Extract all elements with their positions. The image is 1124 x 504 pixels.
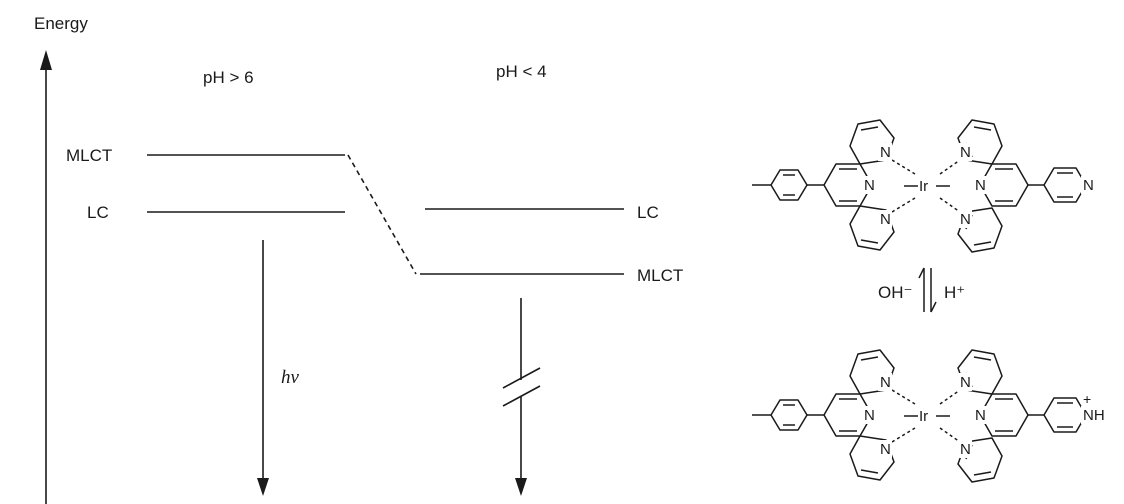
energy-axis-arrowhead: [40, 50, 52, 70]
atom-n: N: [960, 441, 971, 458]
break-mark-upper: [502, 367, 541, 389]
atom-n: N: [975, 177, 986, 194]
equilibrium-arrows: [918, 267, 937, 313]
nonradiative-arrowhead: [515, 478, 527, 496]
atom-ir: Ir: [919, 408, 928, 425]
atom-n: N: [960, 144, 971, 161]
atom-ir: Ir: [919, 178, 928, 195]
atom-n: N: [880, 374, 891, 391]
atom-n: N: [960, 211, 971, 228]
energy-axis-label: Energy: [34, 14, 88, 33]
level-label-right-mlct: MLCT: [637, 266, 684, 285]
column-label-ph-high: pH > 6: [203, 68, 254, 87]
level-label-left-lc: LC: [87, 203, 109, 222]
level-label-left-mlct: MLCT: [66, 146, 113, 165]
atom-n: N: [864, 177, 875, 194]
atom-nh-protonated: NH: [1083, 407, 1105, 424]
atom-n: N: [960, 374, 971, 391]
atom-n: N: [880, 144, 891, 161]
atom-n: N: [975, 407, 986, 424]
atom-labels-top: N N N Ir N N N N: [862, 143, 1095, 228]
equilibrium-label-base: OH⁻: [878, 283, 912, 302]
atom-n: N: [880, 441, 891, 458]
column-label-ph-low: pH < 4: [496, 62, 547, 81]
emission-arrowhead: [257, 478, 269, 496]
level-label-right-lc: LC: [637, 203, 659, 222]
plus-charge: +: [1083, 391, 1091, 407]
transition-label-hv: hν: [281, 367, 299, 388]
atom-n-terminal: N: [1083, 177, 1094, 194]
atom-labels-bottom: N N N Ir N N N NH +: [862, 373, 1111, 458]
correlation-dashed-line: [347, 154, 417, 275]
equilibrium-label-acid: H⁺: [944, 283, 965, 302]
break-mark-lower: [502, 385, 541, 407]
atom-n: N: [864, 407, 875, 424]
atom-n: N: [880, 211, 891, 228]
